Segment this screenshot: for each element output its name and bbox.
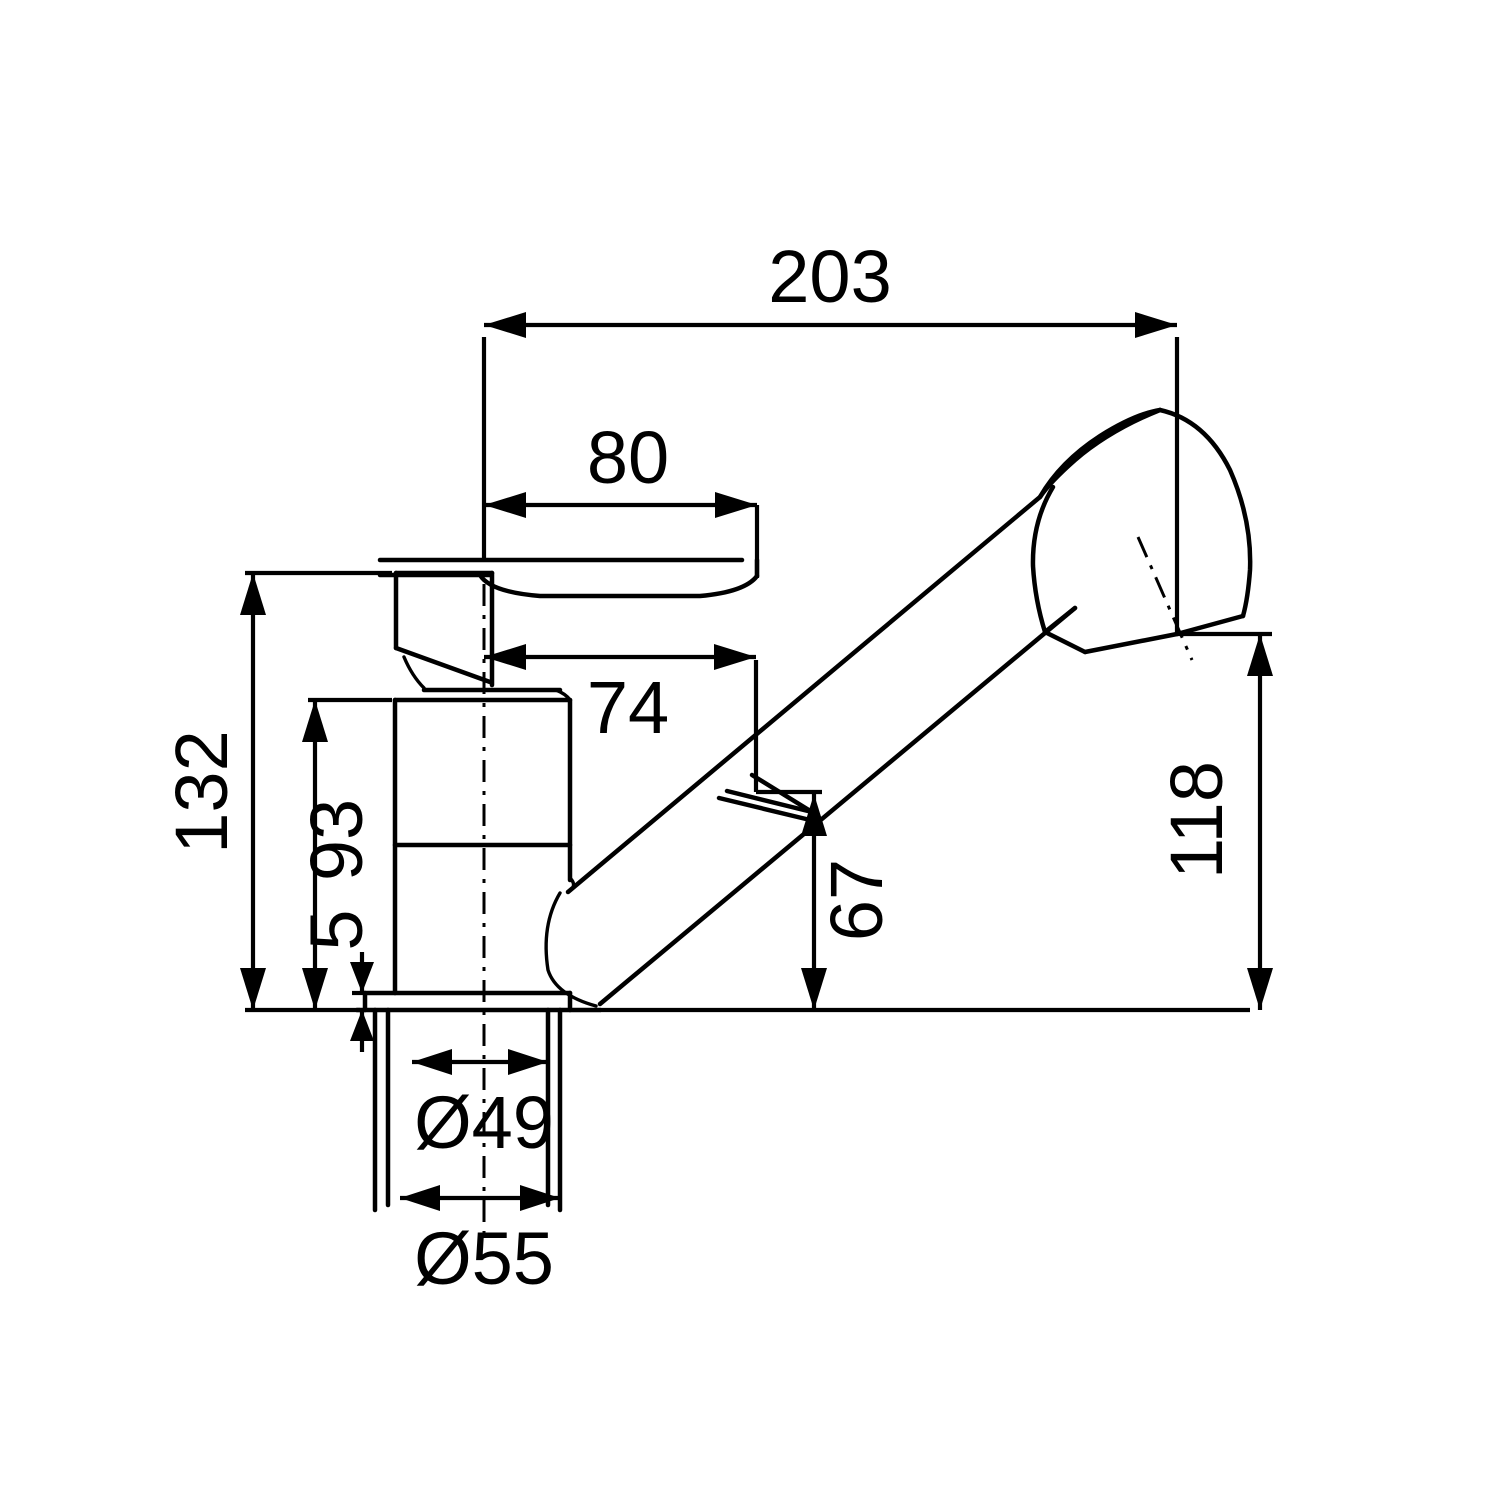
dim-label-body-height: 93 [295, 799, 378, 881]
spout-inner-radius [544, 891, 598, 1008]
spout-collar-line-a [724, 788, 815, 815]
spout-collar-line-b [716, 795, 809, 822]
spray-head [1030, 407, 1253, 661]
arrow-80-right [715, 492, 757, 518]
spray-head-bottom-edge [1082, 631, 1180, 655]
dim-label-spout-offset: 74 [587, 666, 669, 749]
spray-head-bottom-right-edge [1174, 613, 1246, 637]
arrow-93-top [302, 700, 328, 742]
dim-label-spout-height: 67 [815, 859, 898, 941]
spout-upper-edge [565, 494, 1043, 895]
arrow-118-bottom [1247, 968, 1273, 1010]
spout-arm [544, 494, 1078, 1008]
dimension-overall-length: 203 [481, 235, 1180, 634]
dimension-overall-height: 132 [160, 570, 392, 1013]
handle-bottom-slope [393, 645, 493, 685]
handle-shoulder-fillet [554, 688, 572, 702]
dimension-spout-offset: 74 [484, 644, 759, 792]
spray-head-top-left-curve [1037, 407, 1163, 500]
dimension-body-height: 93 [295, 697, 392, 1010]
arrow-93-bottom [302, 968, 328, 1010]
dim-label-base-thickness: 5 [295, 909, 378, 950]
arrow-118-top [1247, 634, 1273, 676]
dim-label-lever-length: 80 [587, 416, 669, 499]
dim-label-overall-height: 132 [160, 730, 243, 853]
dim-label-overall-length: 203 [768, 235, 891, 318]
dimension-lever-length: 80 [484, 416, 760, 578]
spray-head-collar-join [1042, 605, 1078, 635]
spray-head-hood-seam [1037, 407, 1163, 500]
lever-handle [377, 557, 760, 599]
handle-corner-fillet [402, 655, 426, 690]
arrow-74-left [484, 644, 526, 670]
arrow-d55-left [400, 1185, 440, 1211]
dimension-shank-diameter: Ø49 [412, 1049, 554, 1164]
base-plate [354, 990, 603, 1013]
spray-head-bottom-left-edge [1042, 629, 1088, 655]
dim-label-spray-height: 118 [1155, 761, 1238, 879]
dimension-spray-height: 118 [1155, 631, 1273, 1010]
arrow-d49-left [412, 1049, 452, 1075]
arrow-5-top [350, 962, 374, 993]
spray-head-outer-dome [1157, 407, 1253, 619]
shank-outline [372, 1007, 563, 1213]
arrow-67-bottom [801, 968, 827, 1010]
spout-lower-edge [597, 605, 1078, 1007]
dimension-base-diameter: Ø55 [400, 1185, 560, 1300]
arrow-132-top [240, 573, 266, 615]
arrow-132-bottom [240, 968, 266, 1010]
arrow-5-bottom [350, 1010, 374, 1041]
dimension-base-thickness: 5 [295, 909, 378, 1052]
arrow-74-right [714, 644, 756, 670]
arrow-203-left [484, 312, 526, 338]
arrow-80-left [484, 492, 526, 518]
dim-label-base-diameter: Ø55 [414, 1217, 554, 1300]
arrow-203-right [1135, 312, 1177, 338]
arrow-d55-right [520, 1185, 560, 1211]
arrow-d49-right [508, 1049, 548, 1075]
spray-head-inner-seam [1030, 484, 1056, 635]
dim-label-shank-diameter: Ø49 [414, 1081, 554, 1164]
arrow-67-top [801, 794, 827, 836]
lever-lower-curve [477, 572, 760, 599]
dimension-spout-height: 67 [600, 789, 1250, 1013]
